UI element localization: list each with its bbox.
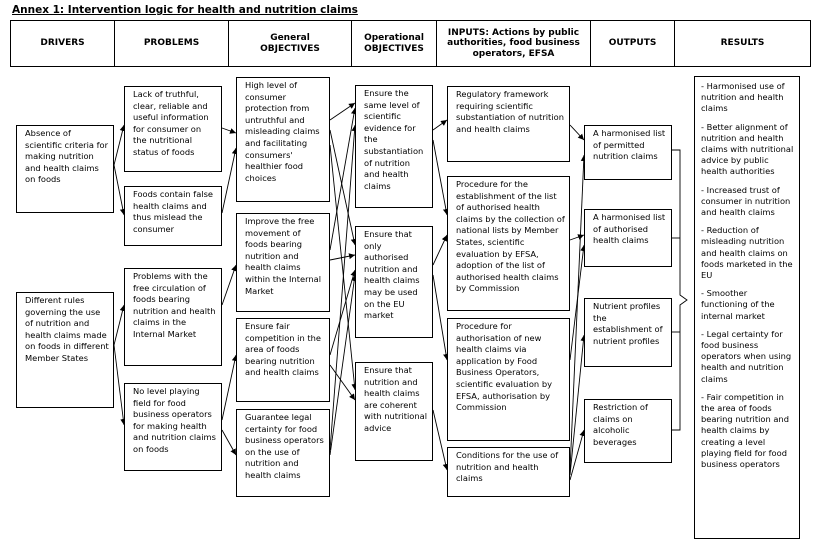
arrow [569, 124, 585, 141]
output-box: A harmonised list of authorised health c… [584, 209, 672, 267]
arrow [221, 127, 237, 134]
header-drivers: DRIVERS [11, 21, 115, 66]
arrow [569, 234, 585, 241]
arrow [569, 334, 587, 476]
input-box: Regulatory framework requiring scientifi… [447, 86, 570, 162]
arrow [432, 409, 449, 471]
input-box: Procedure for the establishment of the l… [447, 176, 570, 311]
problem-box: Problems with the free circulation of fo… [124, 268, 222, 366]
header-results: RESULTS [720, 38, 765, 49]
arrow [221, 264, 237, 306]
result-item: - Better alignment of nutrition and heal… [701, 121, 794, 177]
general-objective-box: Ensure fair competition in the area of f… [236, 318, 330, 402]
arrow [113, 124, 126, 166]
arrow [432, 234, 448, 266]
arrow [329, 274, 358, 456]
header-general-objectives: General OBJECTIVES [229, 21, 352, 66]
arrow [432, 119, 448, 131]
results-brace [672, 149, 688, 431]
arrow [329, 144, 358, 391]
arrow [221, 354, 238, 421]
general-objective-box: High level of consumer protection from u… [236, 77, 330, 202]
arrow [329, 253, 356, 261]
result-item: - Reduction of misleading nutrition and … [701, 225, 793, 281]
arrow [432, 139, 449, 216]
input-box: Conditions for the use of nutrition and … [447, 447, 570, 497]
arrow [432, 274, 449, 361]
arrow [329, 129, 357, 246]
result-item: - Harmonised use of nutrition and health… [701, 81, 785, 114]
header-inputs: INPUTS: Actions by public authorities, f… [437, 21, 591, 66]
arrow [221, 429, 237, 456]
output-box: Restriction of claims on alcoholic bever… [584, 399, 672, 463]
header-problems: PROBLEMS [115, 21, 229, 66]
problem-box: Foods contain false health claims and th… [124, 186, 222, 246]
arrow [569, 429, 586, 481]
arrow [329, 364, 356, 401]
problem-box: No level playing field for food business… [124, 383, 222, 471]
column-header-row: DRIVERS PROBLEMS General OBJECTIVES Oper… [10, 20, 811, 67]
arrow [329, 269, 357, 356]
arrow [329, 124, 358, 451]
arrow [329, 102, 356, 121]
output-box: Nutrient profiles the establishment of n… [584, 298, 672, 367]
arrow [113, 344, 127, 426]
problem-box: Lack of truthful, clear, reliable and us… [124, 86, 222, 172]
arrow [221, 147, 238, 214]
results-box: - Harmonised use of nutrition and health… [694, 76, 800, 539]
input-box: Procedure for authorisation of new healt… [447, 318, 570, 441]
header-outputs: OUTPUTS [591, 21, 675, 66]
general-objective-box: Improve the free movement of foods beari… [236, 213, 330, 312]
driver-box: Different rules governing the use of nut… [16, 292, 114, 408]
output-box: A harmonised list of permitted nutrition… [584, 125, 672, 180]
arrow [569, 154, 587, 471]
arrow [113, 304, 126, 346]
result-item: - Increased trust of consumer in nutriti… [701, 184, 791, 218]
operational-objective-box: Ensure that only authorised nutrition an… [355, 226, 433, 338]
result-item: - Smoother functioning of the internal m… [701, 288, 775, 321]
operational-objective-box: Ensure that nutrition and health claims … [355, 362, 433, 461]
arrow [113, 164, 126, 216]
arrow [569, 244, 587, 361]
arrow [329, 107, 357, 251]
driver-box: Absence of scientific criteria for makin… [16, 125, 114, 213]
header-operational-objectives: Operational OBJECTIVES [352, 21, 437, 66]
diagram-title: Annex 1: Intervention logic for health a… [12, 4, 358, 16]
operational-objective-box: Ensure the same level of scientific evid… [355, 85, 433, 208]
result-item: - Fair competition in the area of foods … [701, 391, 789, 470]
result-item: - Legal certainty for food business oper… [701, 328, 792, 384]
general-objective-box: Guarantee legal certainty for food busin… [236, 409, 330, 497]
